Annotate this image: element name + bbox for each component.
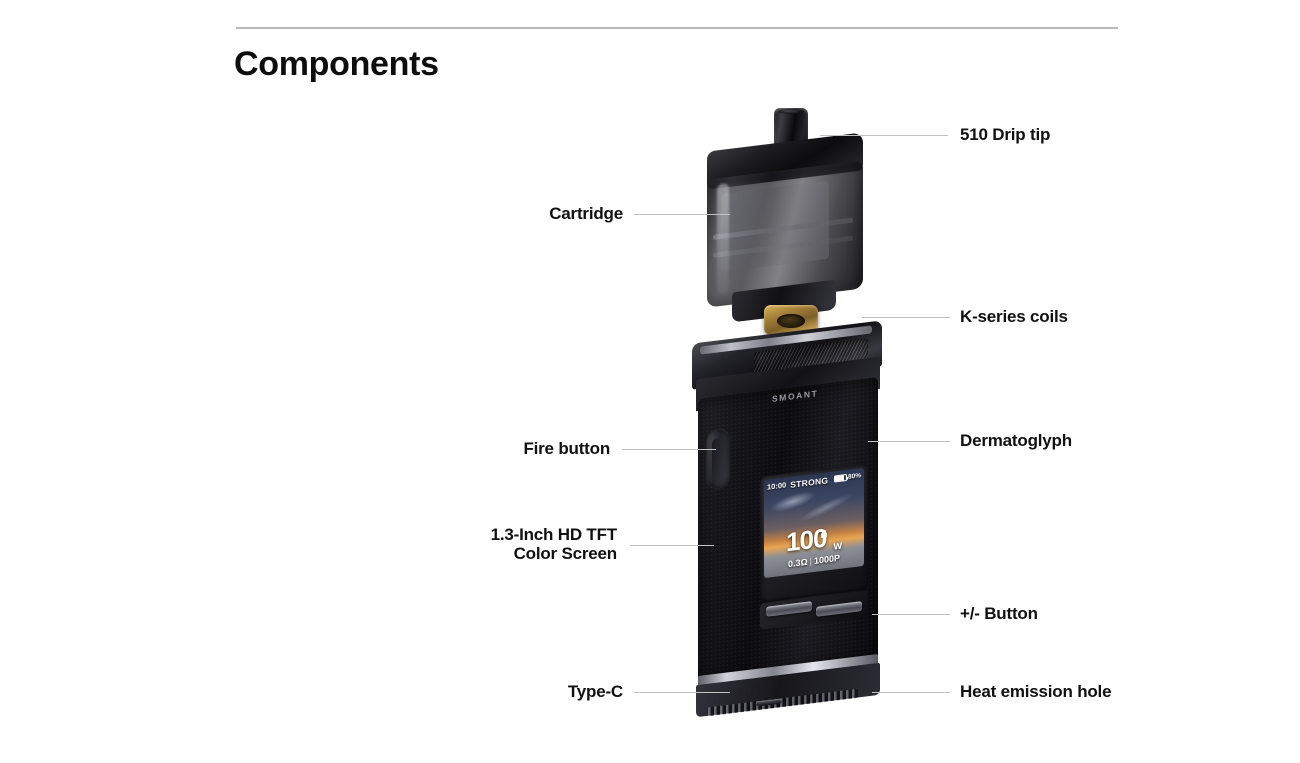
leader-line-coils bbox=[862, 317, 950, 318]
callout-label-drip-tip: 510 Drip tip bbox=[960, 125, 1051, 144]
leader-line-plus-minus bbox=[872, 614, 950, 615]
resistance-value: 0.3Ω bbox=[787, 556, 808, 570]
callout-label-dermatoglyph: Dermatoglyph bbox=[960, 431, 1072, 450]
battery-indicator: 80% bbox=[833, 472, 861, 483]
wattage-value: 100 bbox=[786, 522, 827, 558]
callout-label-cartridge: Cartridge bbox=[549, 204, 623, 223]
header-divider-rule bbox=[236, 27, 1118, 29]
callout-label-type-c: Type-C bbox=[567, 682, 623, 701]
callout-label-fire-button: Fire button bbox=[523, 439, 610, 458]
page-title: Components bbox=[234, 45, 439, 83]
puff-count: 1000P bbox=[814, 552, 841, 566]
leader-line-drip-tip bbox=[820, 135, 948, 136]
cartridge-highlight bbox=[717, 182, 729, 295]
callout-label-plus-minus: +/- Button bbox=[960, 604, 1038, 623]
callout-label-screen: 1.3-Inch HD TFT Color Screen bbox=[490, 525, 618, 563]
leader-line-screen bbox=[630, 545, 714, 546]
callout-label-coils: K-series coils bbox=[960, 307, 1068, 326]
wattage-unit: W bbox=[833, 540, 842, 552]
leader-line-cartridge bbox=[634, 214, 730, 215]
lock-icon bbox=[821, 532, 828, 539]
fire-button-part[interactable] bbox=[707, 428, 729, 490]
battery-percent: 80% bbox=[847, 472, 861, 481]
screen-mode-label: STRONG bbox=[790, 474, 829, 490]
readout-divider: | bbox=[809, 556, 813, 567]
battery-icon bbox=[833, 473, 847, 483]
leader-line-heat-hole bbox=[872, 692, 950, 693]
callout-label-heat-hole: Heat emission hole bbox=[960, 682, 1112, 701]
leader-line-fire-button bbox=[622, 449, 716, 450]
screen-clock: 10:00 bbox=[767, 480, 787, 492]
leader-line-type-c bbox=[634, 692, 730, 693]
leader-line-dermatoglyph bbox=[868, 441, 950, 442]
